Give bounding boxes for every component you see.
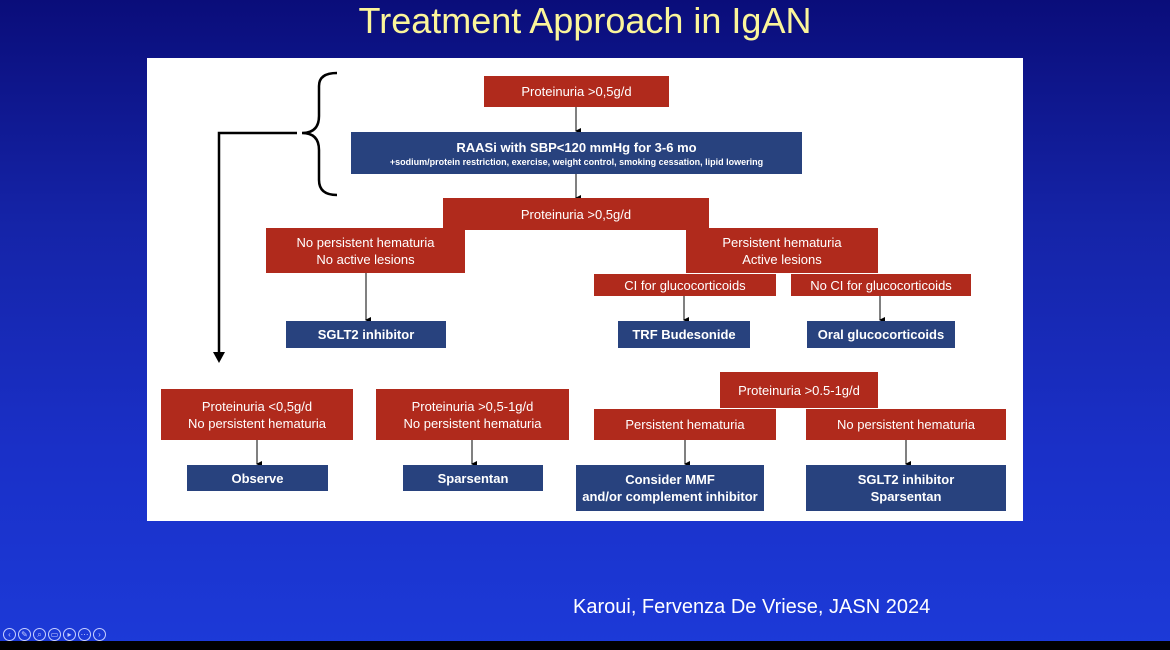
observe-box: Observe	[187, 465, 328, 491]
ci-glucocorticoids-label: CI for glucocorticoids	[624, 277, 746, 293]
citation: Karoui, Fervenza De Vriese, JASN 2024	[573, 596, 931, 618]
sglt2-sparsentan-line1: SGLT2 inhibitor	[857, 472, 955, 487]
proteinuria-recheck-box: Proteinuria >0,5g/d	[443, 198, 709, 230]
no-ci-glucocorticoids-label: No CI for glucocorticoids	[810, 277, 952, 293]
sglt2-inhibitor-label: SGLT2 inhibitor	[317, 327, 415, 342]
curly-brace	[301, 71, 338, 197]
captions-icon[interactable]: ▭	[48, 628, 61, 641]
ci-glucocorticoids-box: CI for glucocorticoids	[594, 274, 776, 296]
no-hematuria-box: No persistent hematuria No active lesion…	[266, 228, 465, 273]
sglt2-sparsentan-line2: Sparsentan	[870, 489, 942, 504]
consider-mmf-line2: and/or complement inhibitor	[582, 489, 758, 504]
persistent-hematuria-line2: Active lesions	[742, 251, 822, 267]
sparsentan-label: Sparsentan	[437, 470, 509, 486]
sglt2-inhibitor-box: SGLT2 inhibitor	[286, 321, 446, 348]
right-persistent-hematuria-label: Persistent hematuria	[625, 417, 745, 432]
raasi-main-label: RAASi with SBP<120 mmHg for 3-6 mo	[456, 139, 697, 155]
back-icon[interactable]: ‹	[3, 628, 16, 641]
right-proteinuria-box: Proteinuria >0.5-1g/d	[720, 372, 878, 408]
pen-icon[interactable]: ✎	[18, 628, 31, 641]
no-ci-glucocorticoids-box: No CI for glucocorticoids	[791, 274, 971, 296]
flowchart-panel: Proteinuria >0,5g/d RAASi with SBP<120 m…	[147, 58, 1023, 521]
consider-mmf-box: Consider MMF and/or complement inhibitor	[576, 465, 764, 511]
right-persistent-hematuria-box: Persistent hematuria	[594, 409, 776, 440]
trf-budesonide-box: TRF Budesonide	[618, 321, 750, 348]
low-proteinuria-line2: No persistent hematuria	[187, 415, 326, 431]
slide-title: Treatment Approach in IgAN	[358, 0, 812, 41]
sparsentan-box: Sparsentan	[403, 465, 543, 491]
main-bypass-arrow	[217, 131, 297, 353]
right-proteinuria-label: Proteinuria >0.5-1g/d	[738, 382, 860, 398]
persistent-hematuria-line1: Persistent hematuria	[722, 234, 842, 250]
proteinuria-start-box: Proteinuria >0,5g/d	[484, 76, 669, 107]
oral-glucocorticoids-box: Oral glucocorticoids	[807, 321, 955, 348]
no-hematuria-line2: No active lesions	[316, 251, 415, 267]
video-icon[interactable]: ▸	[63, 628, 76, 641]
raasi-sub-label: +sodium/protein restriction, exercise, w…	[389, 156, 764, 167]
observe-label: Observe	[231, 470, 284, 486]
forward-icon[interactable]: ›	[93, 628, 106, 641]
persistent-hematuria-box: Persistent hematuria Active lesions	[686, 228, 878, 273]
low-proteinuria-line1: Proteinuria <0,5g/d	[201, 398, 313, 414]
connector-lines	[213, 71, 911, 467]
mid-proteinuria-box: Proteinuria >0,5-1g/d No persistent hema…	[376, 389, 569, 440]
proteinuria-recheck-label: Proteinuria >0,5g/d	[520, 206, 632, 222]
mid-proteinuria-line1: Proteinuria >0,5-1g/d	[411, 398, 534, 414]
low-proteinuria-box: Proteinuria <0,5g/d No persistent hematu…	[161, 389, 353, 440]
sglt2-sparsentan-box: SGLT2 inhibitor Sparsentan	[806, 465, 1006, 511]
presentation-toolbar: ‹ ✎ ⌕ ▭ ▸ ⋯ ›	[3, 628, 106, 641]
oral-glucocorticoids-label: Oral glucocorticoids	[817, 327, 945, 342]
right-no-persistent-hematuria-box: No persistent hematuria	[806, 409, 1006, 440]
zoom-icon[interactable]: ⌕	[33, 628, 46, 641]
proteinuria-start-label: Proteinuria >0,5g/d	[521, 84, 632, 99]
raasi-box: RAASi with SBP<120 mmHg for 3-6 mo +sodi…	[351, 132, 802, 174]
trf-budesonide-label: TRF Budesonide	[632, 327, 736, 342]
right-no-persistent-hematuria-label: No persistent hematuria	[836, 417, 975, 432]
consider-mmf-line1: Consider MMF	[625, 472, 715, 487]
bottom-bar	[0, 641, 1170, 650]
more-icon[interactable]: ⋯	[78, 628, 91, 641]
mid-proteinuria-line2: No persistent hematuria	[403, 415, 542, 431]
no-hematuria-line1: No persistent hematuria	[296, 234, 435, 250]
